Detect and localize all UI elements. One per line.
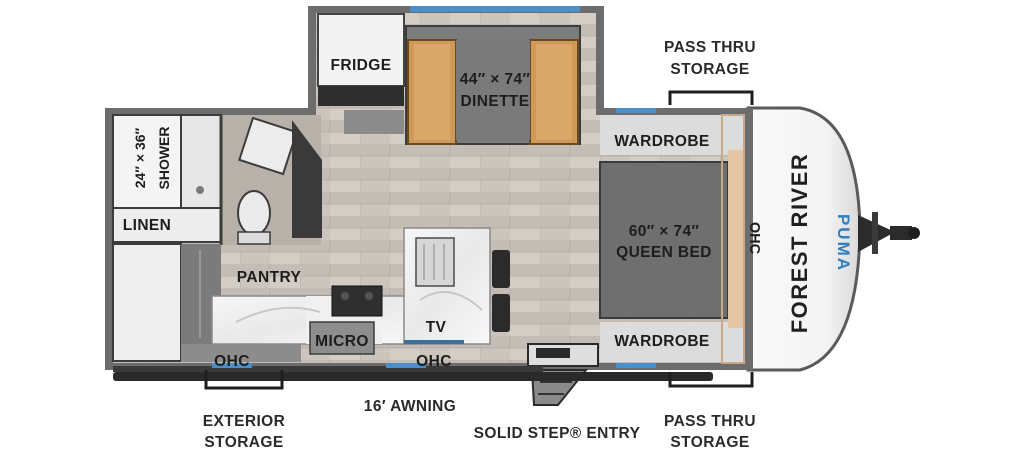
label-pass-thru-bottom-2: STORAGE (670, 434, 750, 451)
pass-thru-bracket-bottom (668, 372, 754, 388)
label-wardrobe-bottom: WARDROBE (614, 333, 710, 350)
label-pass-thru-bottom-1: PASS THRU (663, 413, 756, 430)
front-cap: FOREST RIVER PUMA (746, 106, 862, 372)
trailer-hitch (858, 212, 920, 254)
fridge (317, 13, 405, 134)
pass-thru-bracket-top (668, 90, 754, 105)
label-bed-size: 60″ × 74″ (628, 223, 700, 240)
label-exterior-storage-1: EXTERIOR (202, 413, 286, 430)
label-wardrobe-top: WARDROBE (614, 133, 710, 150)
label-pass-thru-top-2: STORAGE (670, 61, 750, 78)
window (386, 363, 426, 368)
label-dinette: DINETTE (460, 93, 530, 110)
window (616, 108, 656, 113)
label-ohc-front: OHC (746, 221, 762, 255)
label-exterior-storage-2: STORAGE (204, 434, 284, 451)
label-tv: TV (425, 319, 447, 336)
label-queen-bed: QUEEN BED (616, 244, 712, 261)
label-shower: SHOWER (156, 126, 172, 190)
label-linen: LINEN (122, 217, 172, 234)
label-ohc-mid: OHC (416, 353, 452, 370)
bathroom (112, 114, 322, 245)
bar-stools (492, 250, 510, 332)
label-micro: MICRO (315, 333, 369, 350)
label-dinette-size: 44″ × 74″ (459, 71, 531, 88)
kitchen-counter (211, 227, 491, 355)
label-shower-size: 24″ × 36″ (132, 127, 148, 189)
brand-forest-river: FOREST RIVER (787, 153, 812, 334)
window (212, 363, 252, 368)
dinette (405, 25, 581, 145)
label-fridge: FRIDGE (330, 57, 392, 74)
window (616, 363, 656, 368)
bedroom (599, 114, 745, 364)
label-solid-step-entry: SOLID STEP® ENTRY (473, 425, 641, 442)
label-ohc-left: OHC (214, 353, 250, 370)
window (410, 6, 580, 12)
label-awning: 16′ AWNING (363, 398, 457, 415)
exterior-storage-bracket (204, 370, 284, 390)
awning-rail (113, 372, 713, 381)
label-pantry: PANTRY (236, 269, 302, 286)
brand-puma: PUMA (834, 214, 853, 272)
rear-corner-cabinet (112, 243, 301, 362)
label-pass-thru-top-1: PASS THRU (663, 39, 756, 56)
